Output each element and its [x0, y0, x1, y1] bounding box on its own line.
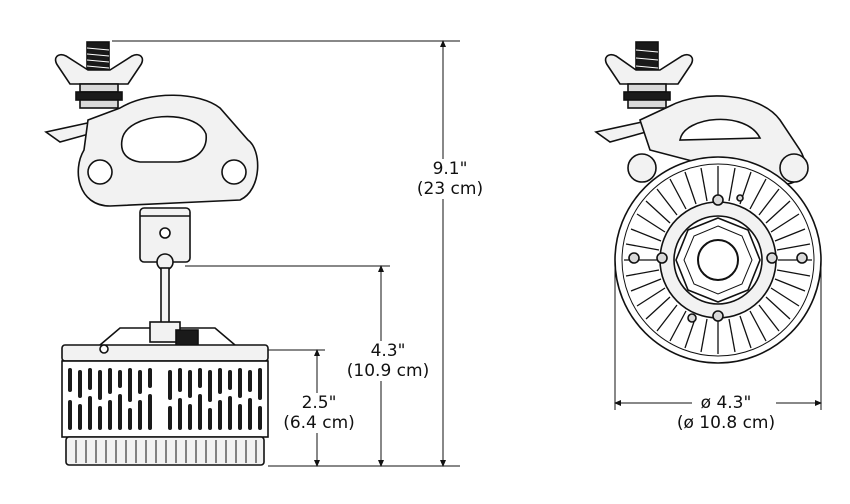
fixture-fins: [61, 360, 269, 438]
total-height-imperial: 9.1": [432, 159, 468, 179]
body-height-metric: (6.4 cm): [283, 413, 355, 433]
side-dimension-lines: [112, 40, 460, 467]
body-height-imperial: 2.5": [301, 393, 337, 413]
stem: [160, 267, 170, 325]
body-stem-imperial: 4.3": [370, 341, 406, 361]
wing-nut: [54, 53, 144, 85]
body-stem-metric: (10.9 cm): [346, 361, 430, 381]
total-height-label: 9.1" (23 cm): [406, 159, 494, 199]
front-clamp: [639, 95, 806, 185]
face-screws: [628, 194, 808, 323]
body-height-label: 2.5" (6.4 cm): [276, 393, 362, 433]
front-dimension-lines: [614, 262, 822, 410]
diameter-imperial: ø 4.3": [700, 393, 752, 413]
total-height-metric: (23 cm): [416, 179, 484, 199]
front-view: [594, 41, 822, 364]
side-view: [44, 41, 269, 466]
diameter-label: ø 4.3" (ø 10.8 cm): [666, 393, 786, 433]
fixture-body-top: [61, 344, 269, 362]
lens-center: [697, 239, 739, 281]
diameter-metric: (ø 10.8 cm): [676, 413, 776, 433]
fin-slots: [68, 368, 262, 430]
body-stem-label: 4.3" (10.9 cm): [338, 341, 438, 381]
